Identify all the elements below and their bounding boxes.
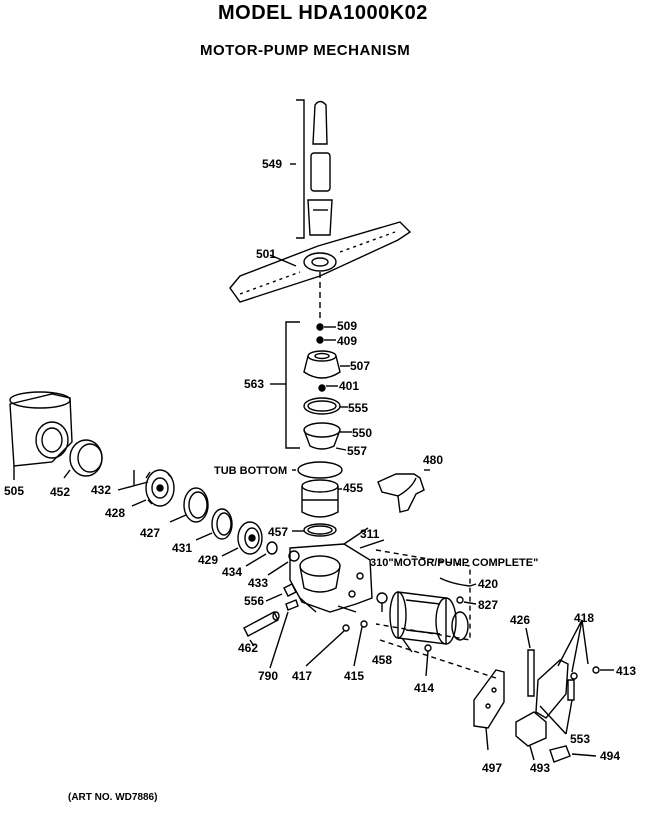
label-550: 550: [352, 426, 372, 440]
part-452-ring: [63, 439, 103, 479]
label-458: 458: [372, 653, 392, 667]
part-550-557: [303, 422, 352, 451]
label-401: 401: [339, 379, 359, 393]
label-429: 429: [198, 553, 218, 567]
label-420: 420: [478, 577, 498, 591]
label-431: 431: [172, 541, 192, 555]
label-432: 432: [91, 483, 111, 497]
label-557: 557: [347, 444, 367, 458]
part-311-pump-housing: [289, 527, 385, 613]
label-418: 418: [574, 611, 594, 625]
label-493: 493: [530, 761, 550, 775]
label-494: 494: [600, 749, 620, 763]
part-501-spray-arm: [229, 221, 412, 303]
art-number: (ART NO. WD7886): [68, 792, 158, 803]
label-452: 452: [50, 485, 70, 499]
part-motor: [389, 591, 469, 677]
model-title: MODEL HDA1000K02: [218, 2, 428, 24]
label-413: 413: [616, 664, 636, 678]
part-418: [535, 619, 589, 719]
label-555: 555: [348, 401, 368, 415]
label-434: 434: [222, 565, 242, 579]
label-409: 409: [337, 334, 357, 348]
label-563: 563: [244, 377, 264, 391]
label-433: 433: [248, 576, 268, 590]
label-tub-bottom: TUB BOTTOM: [214, 465, 287, 477]
label-505: 505: [4, 484, 24, 498]
part-455: [301, 479, 342, 518]
diagram-subtitle: MOTOR-PUMP MECHANISM: [200, 42, 411, 59]
label-427: 427: [140, 526, 160, 540]
label-417: 417: [292, 669, 312, 683]
label-553: 553: [570, 732, 590, 746]
label-827: 827: [478, 598, 498, 612]
part-549-tubes: [290, 99, 333, 239]
label-311: 311: [360, 527, 380, 541]
label-790: 790: [258, 669, 278, 683]
label-507: 507: [350, 359, 370, 373]
label-310-motor-pump-complete: 310"MOTOR/PUMP COMPLETE": [370, 557, 538, 569]
part-563-bracket: [270, 321, 300, 449]
label-462: 462: [238, 641, 258, 655]
label-549: 549: [262, 157, 282, 171]
part-480: [377, 469, 430, 513]
label-457: 457: [268, 525, 288, 539]
label-509: 509: [337, 319, 357, 333]
label-497: 497: [482, 761, 502, 775]
part-507-hub: [303, 350, 350, 379]
label-414: 414: [414, 681, 434, 695]
label-415: 415: [344, 669, 364, 683]
label-501: 501: [256, 247, 276, 261]
label-480: 480: [423, 453, 443, 467]
label-428: 428: [105, 506, 125, 520]
part-497-bracket: [473, 669, 505, 751]
part-428-impeller: [117, 469, 175, 507]
label-455: 455: [343, 481, 363, 495]
part-505-housing: [9, 391, 73, 480]
label-556: 556: [244, 594, 264, 608]
label-426: 426: [510, 613, 530, 627]
part-493: [515, 711, 547, 761]
